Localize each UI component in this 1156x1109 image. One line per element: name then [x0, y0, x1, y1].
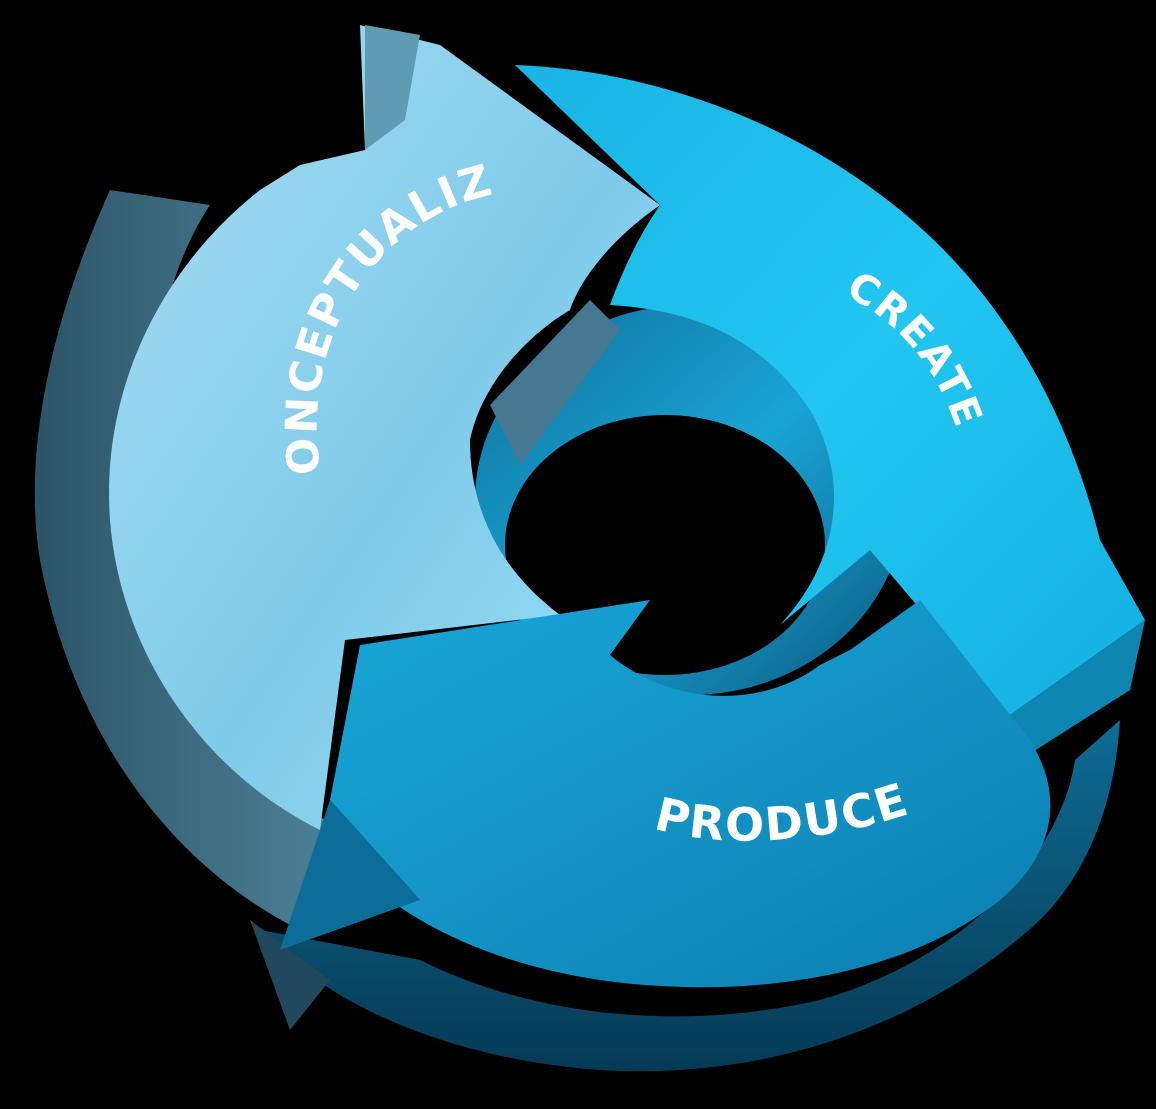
produce-arrow: [330, 600, 1051, 988]
create-arrow-side: [1010, 620, 1145, 760]
ring-inner-hole: [475, 305, 905, 695]
produce-arrow-tip: [280, 800, 420, 950]
produce-side-wall: [260, 720, 1120, 1072]
conceptualize-arrow-edge: [365, 25, 420, 150]
conceptualize-side-wall: [34, 190, 345, 930]
ring-side-walls: [34, 190, 1120, 1072]
center-hole: [505, 415, 825, 675]
conceptualize-arrow: [109, 25, 661, 830]
left-arrow-tail: [250, 920, 330, 1030]
conceptualize-arrow-head-side: [490, 300, 620, 465]
create-arrow: [515, 65, 1145, 715]
